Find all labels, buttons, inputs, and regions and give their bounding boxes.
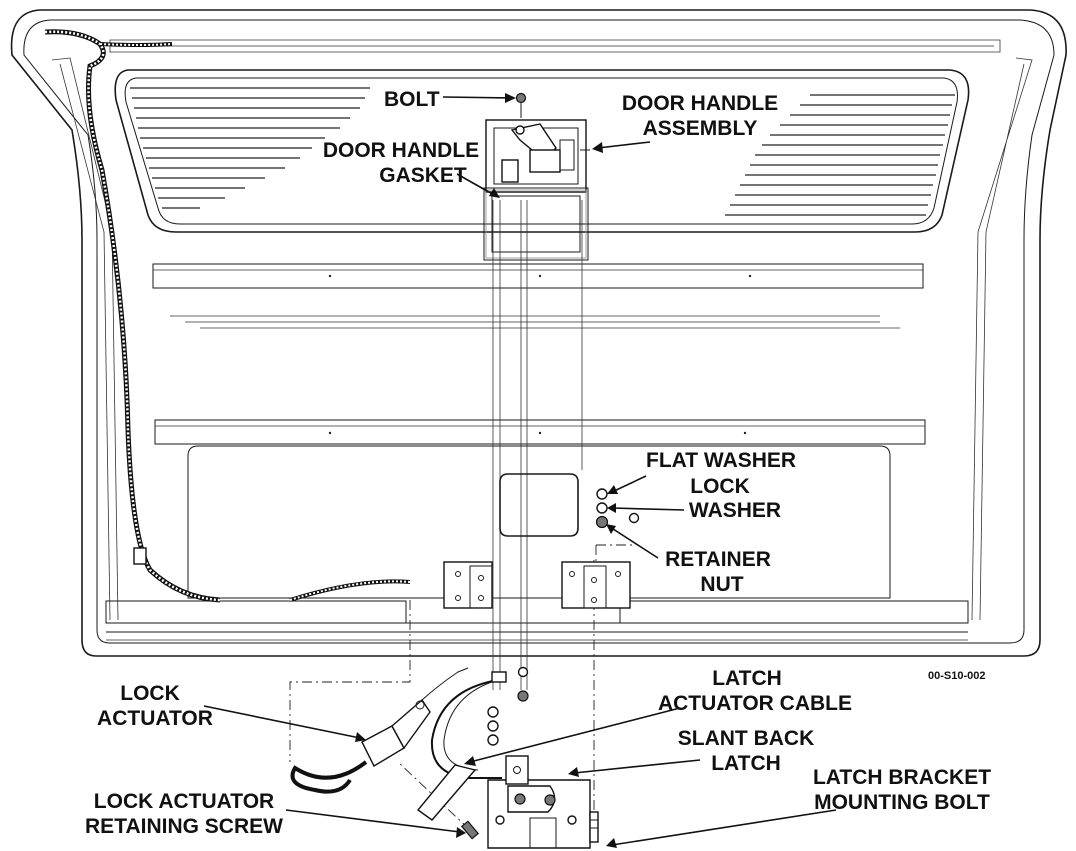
right-mounting-bracket (561, 561, 631, 609)
label-retainer-nut-line1: RETAINER (665, 548, 771, 571)
door-outer-edge (10, 9, 1067, 657)
window-glass-right (725, 94, 955, 216)
window-glass-left (130, 87, 370, 209)
label-lock-actuator-screw-line1: LOCK ACTUATOR (94, 790, 274, 813)
stacked-fasteners (487, 666, 529, 746)
diagram-code: 00-S10-002 (928, 670, 986, 682)
middle-brace-lines (170, 315, 900, 329)
wiring-harness (44, 29, 411, 603)
inner-lower-panel (187, 445, 891, 599)
label-door-handle-assembly-line1: DOOR HANDLE (622, 92, 778, 115)
right-side-panel (971, 57, 1033, 621)
top-rail (109, 39, 1001, 53)
slant-back-latch (416, 755, 591, 849)
label-door-handle-assembly-line2: ASSEMBLY (643, 117, 758, 140)
door-handle-assembly (485, 119, 590, 193)
door-inner-edge (23, 19, 1055, 644)
retainer-nut (595, 515, 609, 529)
label-slant-back-latch-line1: SLANT BACK (678, 727, 815, 750)
label-door-handle-gasket-line2: GASKET (379, 164, 467, 187)
label-slant-back-latch-line2: LATCH (711, 752, 781, 775)
label-lock-washer-line2: WASHER (689, 499, 781, 522)
retaining-screw (460, 820, 480, 840)
latch-opening (499, 473, 579, 537)
label-latch-actuator-cable-line1: LATCH (712, 667, 782, 690)
label-lock-washer-line1: LOCK (690, 475, 750, 498)
label-flat-washer: FLAT WASHER (646, 449, 796, 472)
upper-brace (152, 263, 924, 289)
window-frame-inner (124, 77, 958, 225)
label-door-handle-gasket-line1: DOOR HANDLE (323, 139, 479, 162)
label-lock-actuator-screw-line2: RETAINING SCREW (85, 815, 283, 838)
label-retainer-nut-line2: NUT (700, 573, 743, 596)
actuator-harness-outline (289, 600, 411, 762)
leader-lines (203, 93, 837, 848)
latch-bracket-bolt (589, 811, 599, 843)
left-side-panel (51, 57, 119, 621)
lock-washer (596, 502, 608, 514)
door-handle-gasket (483, 187, 589, 261)
flat-washer (596, 488, 608, 500)
lower-brace (154, 419, 926, 445)
handle-bolt (515, 92, 527, 104)
label-latch-actuator-cable-line2: ACTUATOR CABLE (658, 692, 852, 715)
lower-sill (105, 600, 969, 641)
lock-actuator (290, 667, 469, 794)
label-lock-actuator-line2: ACTUATOR (97, 707, 213, 730)
label-lock-actuator-line1: LOCK (120, 682, 180, 705)
window-frame-outer (114, 69, 970, 233)
label-latch-bracket-bolt-line1: LATCH BRACKET (813, 766, 991, 789)
left-mounting-bracket (443, 561, 493, 609)
label-bolt: BOLT (384, 88, 440, 111)
label-latch-bracket-bolt-line2: MOUNTING BOLT (814, 791, 990, 814)
